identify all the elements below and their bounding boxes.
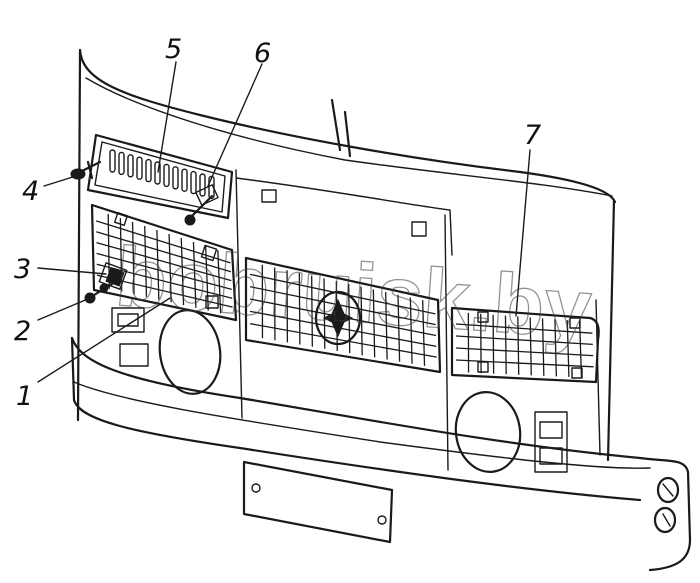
grille-bar [156, 229, 160, 300]
grille-bar [249, 286, 436, 326]
grille-bar [504, 315, 507, 375]
right-headlight [454, 391, 568, 473]
vent-slot [181, 168, 188, 192]
grille-bar [144, 225, 148, 297]
grille-bar [249, 273, 436, 315]
callout-3: 3 [14, 254, 31, 285]
vent-slot [172, 166, 179, 190]
grille-bar [249, 310, 437, 347]
vent-slot [190, 170, 197, 195]
grille-bar [192, 241, 197, 308]
left-headlight [111, 307, 222, 395]
vent-slot [127, 154, 134, 178]
vent-slot [136, 156, 143, 180]
leader-lines [37, 61, 531, 383]
grille-bar [492, 314, 495, 374]
bus-body-outline [76, 48, 617, 471]
vent-slot [118, 151, 125, 176]
grille-bar [96, 241, 232, 282]
grille-bar [529, 317, 532, 376]
grille-bar [217, 249, 222, 314]
grille-bar [131, 221, 135, 295]
grille-bar [96, 263, 233, 299]
right-grille [450, 306, 600, 384]
center-grille-mesh [249, 264, 437, 366]
callout-6: 6 [254, 38, 271, 69]
callout-7: 7 [524, 120, 541, 151]
grille-bar [554, 319, 558, 377]
front-bumper [70, 336, 692, 572]
grille-bar [249, 323, 437, 358]
grille-bar [95, 220, 231, 264]
upper-hatch-panel [261, 189, 427, 237]
grille-bar [517, 316, 520, 375]
grille-bar [455, 359, 594, 368]
callout-1: 1 [16, 381, 33, 412]
grille-bar [455, 335, 593, 346]
vent-slot [163, 163, 170, 188]
callout-2: 2 [14, 316, 31, 347]
callout-labels: 1 2 3 4 5 6 7 [14, 34, 541, 412]
vent-slot [154, 161, 161, 185]
vent-slots [109, 149, 215, 200]
grille-bar [455, 323, 593, 334]
grille-bar [455, 347, 594, 357]
vent-slot [199, 173, 206, 197]
grille-bar [180, 237, 185, 306]
license-plate [242, 460, 394, 544]
callout-5: 5 [165, 34, 182, 65]
grille-bar [566, 320, 570, 377]
grille-bar [204, 245, 209, 311]
right-grille-mesh [455, 312, 594, 378]
callout-4: 4 [22, 176, 39, 207]
grille-bar [541, 318, 545, 376]
vent-slot [109, 149, 116, 173]
center-grille [244, 256, 442, 374]
vent-slot [145, 158, 152, 183]
bolt-part-4 [70, 160, 102, 180]
emblem-badge [314, 290, 362, 346]
upper-vent-grille [86, 133, 234, 220]
grille-bar [96, 231, 232, 273]
grille-bar [96, 252, 232, 291]
grille-bar [168, 233, 172, 303]
bolt-part-6 [184, 184, 219, 226]
